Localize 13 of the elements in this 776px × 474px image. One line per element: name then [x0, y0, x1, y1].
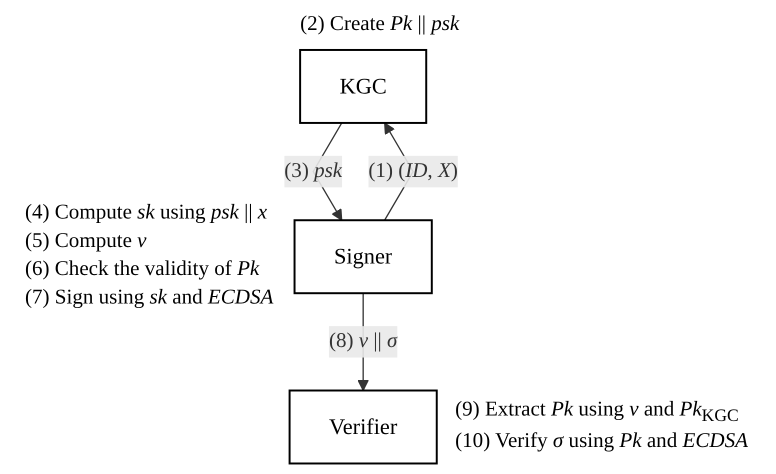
step-note: (10) Verify σ using Pk and ECDSA [455, 428, 748, 454]
node-box: Signer [294, 219, 433, 294]
step-note: (2) Create Pk || psk [300, 12, 460, 38]
edge-label: (1) (ID, X) [368, 160, 458, 182]
step-note: (7) Sign using sk and ECDSA [25, 286, 274, 312]
edge-label: (3) psk [284, 160, 342, 182]
node-box: KGC [299, 48, 428, 124]
step-note: (4) Compute sk using psk || x [25, 200, 268, 226]
step-note: (6) Check the validity of Pk [25, 257, 260, 283]
node-box: Verifier [288, 390, 438, 464]
step-note: (5) Compute v [25, 228, 148, 254]
edge-label: (8) v || σ [328, 330, 398, 352]
step-note: (9) Extract Pk using v and Pk$_{KGC}$ [455, 397, 740, 427]
